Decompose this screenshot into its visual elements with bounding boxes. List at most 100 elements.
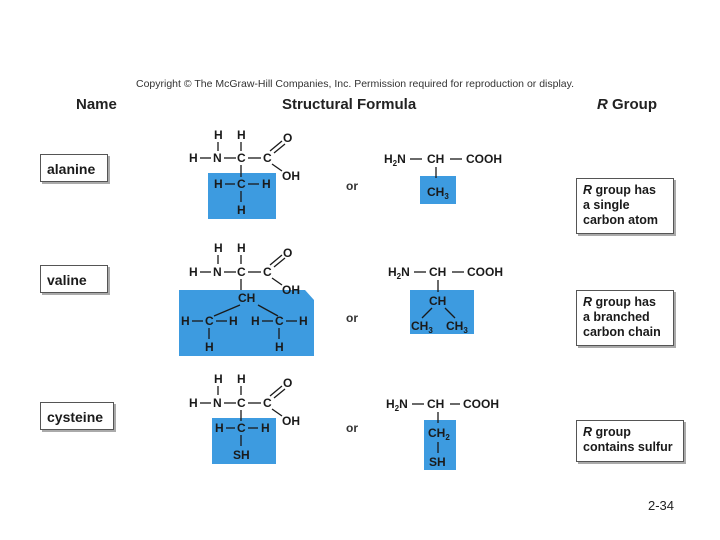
atom: H: [251, 314, 260, 328]
bond: [271, 163, 283, 172]
atom: SH: [429, 455, 446, 469]
atom: H2N: [384, 152, 406, 168]
atom: H: [205, 340, 214, 354]
r-italic: R: [583, 295, 593, 309]
atom: C: [237, 177, 246, 191]
bond: [273, 257, 286, 268]
rgroup-text: group has a branched carbon chain: [583, 295, 661, 339]
atom: CH: [238, 291, 255, 305]
atom: H: [214, 372, 223, 386]
atom: H: [237, 241, 246, 255]
atom: C: [275, 314, 284, 328]
atom: H: [237, 203, 246, 217]
highlight-cysteine-full: [212, 418, 276, 464]
atom: C: [237, 265, 246, 279]
header-structural-formula: Structural Formula: [282, 96, 417, 113]
header-name: Name: [76, 96, 117, 113]
atom: O: [283, 246, 292, 260]
atom: C: [205, 314, 214, 328]
atom: OH: [282, 169, 300, 183]
rgroup-desc-alanine: R group has a single carbon atom: [576, 178, 674, 234]
atom: C: [263, 151, 272, 165]
bond: [421, 307, 433, 319]
alanine-full-formula: H H H N C C O OH H C H H: [189, 128, 300, 217]
atom: C: [263, 396, 272, 410]
alanine-condensed-formula: H2N CH COOH CH3: [384, 152, 502, 201]
atom: N: [213, 151, 222, 165]
bond: [273, 388, 286, 399]
bond: [269, 385, 283, 397]
atom: CH: [427, 397, 444, 411]
atom: H: [237, 128, 246, 142]
or-label-alanine: or: [346, 179, 358, 193]
atom: H2N: [388, 265, 410, 281]
atom: CH3: [427, 185, 449, 201]
atom: SH: [233, 448, 250, 462]
bond: [273, 143, 286, 154]
bond: [213, 304, 241, 317]
atom: H: [214, 241, 223, 255]
rgroup-text: group contains sulfur: [583, 425, 673, 454]
name-box-alanine: alanine: [40, 154, 108, 182]
atom: O: [283, 376, 292, 390]
atom: H: [299, 314, 308, 328]
atom: H: [189, 151, 198, 165]
atom: H: [189, 265, 198, 279]
or-label-valine: or: [346, 311, 358, 325]
valine-full-formula: H H H N C C O OH CH H C H H C H H H: [181, 241, 308, 354]
r-italic: R: [597, 96, 608, 113]
atom: H: [261, 421, 270, 435]
bond: [269, 254, 283, 266]
highlight-cysteine-condensed: [424, 420, 456, 470]
highlight-alanine-condensed: [420, 176, 456, 204]
atom: CH: [429, 294, 446, 308]
copyright-notice: Copyright © The McGraw-Hill Companies, I…: [136, 78, 575, 90]
atom: H: [181, 314, 190, 328]
atom: H: [237, 372, 246, 386]
cysteine-full-formula: H H H N C C O OH H C H SH: [189, 372, 300, 462]
bond: [257, 304, 279, 317]
atom: COOH: [463, 397, 499, 411]
atom: CH3: [446, 319, 468, 335]
valine-condensed-formula: H2N CH COOH CH CH3 CH3: [388, 265, 503, 335]
highlight-alanine-full: [208, 173, 276, 219]
cysteine-condensed-formula: H2N CH COOH CH2 SH: [386, 397, 499, 469]
header-r-group: R Group: [597, 96, 657, 113]
bond: [271, 408, 283, 417]
atom: H: [214, 128, 223, 142]
name-box-valine: valine: [40, 265, 108, 293]
bond: [269, 140, 283, 152]
atom: C: [263, 265, 272, 279]
atom: O: [283, 131, 292, 145]
atom: CH3: [411, 319, 433, 335]
atom: COOH: [466, 152, 502, 166]
highlight-valine-full: [179, 290, 314, 356]
atom: C: [237, 396, 246, 410]
atom: CH2: [428, 426, 450, 442]
atom: C: [237, 421, 246, 435]
atom: H2N: [386, 397, 408, 413]
r-group-word: Group: [607, 96, 658, 113]
atom: N: [213, 396, 222, 410]
bond: [444, 307, 456, 319]
rgroup-desc-cysteine: R group contains sulfur: [576, 420, 684, 462]
rgroup-text: group has a single carbon atom: [583, 183, 659, 227]
atom: CH: [429, 265, 446, 279]
atom: H: [262, 177, 271, 191]
bond: [271, 277, 283, 286]
atom: H: [229, 314, 238, 328]
page-number: 2-34: [648, 498, 675, 513]
rgroup-desc-valine: R group has a branched carbon chain: [576, 290, 674, 346]
atom: H: [275, 340, 284, 354]
highlight-valine-condensed: [410, 290, 474, 334]
atom: N: [213, 265, 222, 279]
atom: H: [215, 421, 224, 435]
name-box-cysteine: cysteine: [40, 402, 114, 430]
or-label-cysteine: or: [346, 421, 358, 435]
atom: C: [237, 151, 246, 165]
r-italic: R: [583, 425, 593, 439]
atom: CH: [427, 152, 444, 166]
atom: COOH: [467, 265, 503, 279]
atom: OH: [282, 414, 300, 428]
